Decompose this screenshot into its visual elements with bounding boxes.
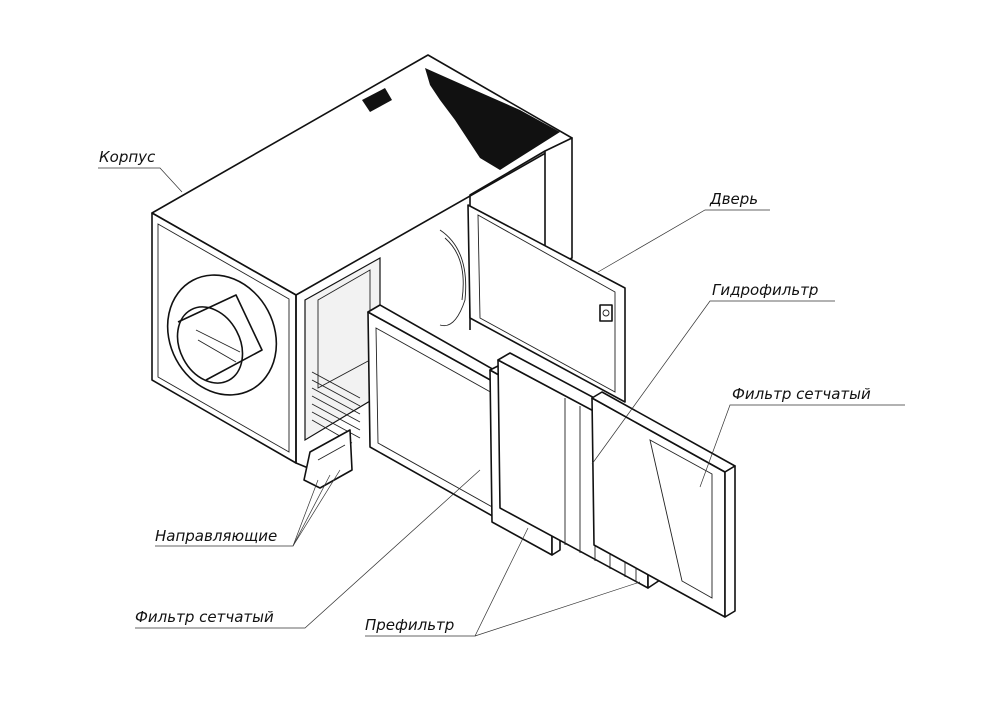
label-dver: Дверь — [709, 190, 758, 208]
label-filtr-setchaty-right: Фильтр сетчатый — [732, 385, 871, 403]
label-filtr-setchaty-bottom: Фильтр сетчатый — [135, 608, 274, 626]
label-korpus: Корпус — [99, 148, 156, 166]
door-panel — [467, 204, 626, 403]
leader-lines — [98, 167, 905, 637]
label-gidrofiltr: Гидрофильтр — [712, 281, 818, 299]
inlet-spigot — [166, 274, 278, 396]
label-napravlyayushchie: Направляющие — [155, 527, 277, 545]
vent-perforation — [362, 68, 560, 170]
mesh-filter-rear — [591, 391, 736, 618]
label-prefiltr: Префильтр — [365, 616, 454, 634]
